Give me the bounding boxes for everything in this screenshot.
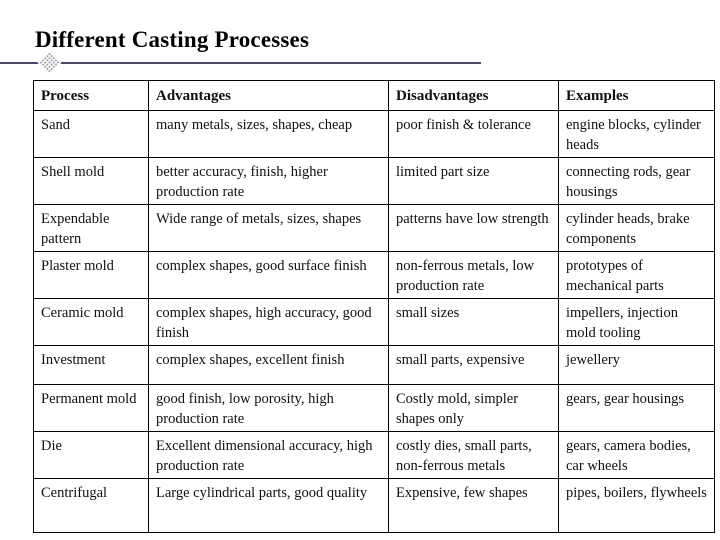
cell-advantages: complex shapes, excellent finish bbox=[148, 345, 389, 385]
cell-examples: connecting rods, gear housings bbox=[558, 157, 715, 205]
cell-examples: jewellery bbox=[558, 345, 715, 385]
cell-examples: prototypes of mechanical parts bbox=[558, 251, 715, 299]
page-title: Different Casting Processes bbox=[35, 27, 310, 52]
cell-advantages: complex shapes, good surface finish bbox=[148, 251, 389, 299]
table-row: Plaster mold complex shapes, good surfac… bbox=[33, 251, 715, 299]
cell-examples: gears, camera bodies, car wheels bbox=[558, 431, 715, 479]
diamond-ornament-icon bbox=[38, 51, 61, 74]
table-row: Permanent mold good finish, low porosity… bbox=[33, 384, 715, 432]
cell-disadvantages: limited part size bbox=[388, 157, 559, 205]
cell-advantages: many metals, sizes, shapes, cheap bbox=[148, 110, 389, 158]
cell-process: Die bbox=[33, 431, 149, 479]
cell-disadvantages: small parts, expensive bbox=[388, 345, 559, 385]
cell-process: Plaster mold bbox=[33, 251, 149, 299]
cell-advantages: better accuracy, finish, higher producti… bbox=[148, 157, 389, 205]
cell-disadvantages: patterns have low strength bbox=[388, 204, 559, 252]
cell-process: Permanent mold bbox=[33, 384, 149, 432]
cell-advantages: complex shapes, high accuracy, good fini… bbox=[148, 298, 389, 346]
cell-process: Shell mold bbox=[33, 157, 149, 205]
cell-examples: pipes, boilers, flywheels bbox=[558, 478, 715, 533]
cell-advantages: good finish, low porosity, high producti… bbox=[148, 384, 389, 432]
table-header-row: Process Advantages Disadvantages Example… bbox=[33, 80, 715, 111]
table-row: Investment complex shapes, excellent fin… bbox=[33, 345, 715, 385]
cell-process: Centrifugal bbox=[33, 478, 149, 533]
table-row: Die Excellent dimensional accuracy, high… bbox=[33, 431, 715, 479]
cell-advantages: Wide range of metals, sizes, shapes bbox=[148, 204, 389, 252]
cell-disadvantages: small sizes bbox=[388, 298, 559, 346]
cell-examples: impellers, injection mold tooling bbox=[558, 298, 715, 346]
cell-disadvantages: Costly mold, simpler shapes only bbox=[388, 384, 559, 432]
casting-processes-table: Process Advantages Disadvantages Example… bbox=[33, 80, 715, 533]
cell-disadvantages: costly dies, small parts, non-ferrous me… bbox=[388, 431, 559, 479]
cell-advantages: Large cylindrical parts, good quality bbox=[148, 478, 389, 533]
title-rule bbox=[0, 62, 481, 64]
table-row: Sand many metals, sizes, shapes, cheap p… bbox=[33, 110, 715, 158]
cell-process: Ceramic mold bbox=[33, 298, 149, 346]
cell-process: Sand bbox=[33, 110, 149, 158]
cell-examples: gears, gear housings bbox=[558, 384, 715, 432]
cell-examples: engine blocks, cylinder heads bbox=[558, 110, 715, 158]
cell-process: Expendable pattern bbox=[33, 204, 149, 252]
cell-advantages: Excellent dimensional accuracy, high pro… bbox=[148, 431, 389, 479]
column-header-examples: Examples bbox=[558, 80, 715, 111]
table-row: Expendable pattern Wide range of metals,… bbox=[33, 204, 715, 252]
column-header-advantages: Advantages bbox=[148, 80, 389, 111]
cell-examples: cylinder heads, brake components bbox=[558, 204, 715, 252]
cell-disadvantages: poor finish & tolerance bbox=[388, 110, 559, 158]
cell-disadvantages: non-ferrous metals, low production rate bbox=[388, 251, 559, 299]
table-row: Ceramic mold complex shapes, high accura… bbox=[33, 298, 715, 346]
cell-process: Investment bbox=[33, 345, 149, 385]
table-body: Sand many metals, sizes, shapes, cheap p… bbox=[33, 110, 715, 533]
column-header-process: Process bbox=[33, 80, 149, 111]
table-row: Shell mold better accuracy, finish, high… bbox=[33, 157, 715, 205]
column-header-disadvantages: Disadvantages bbox=[388, 80, 559, 111]
cell-disadvantages: Expensive, few shapes bbox=[388, 478, 559, 533]
table-row: Centrifugal Large cylindrical parts, goo… bbox=[33, 478, 715, 533]
